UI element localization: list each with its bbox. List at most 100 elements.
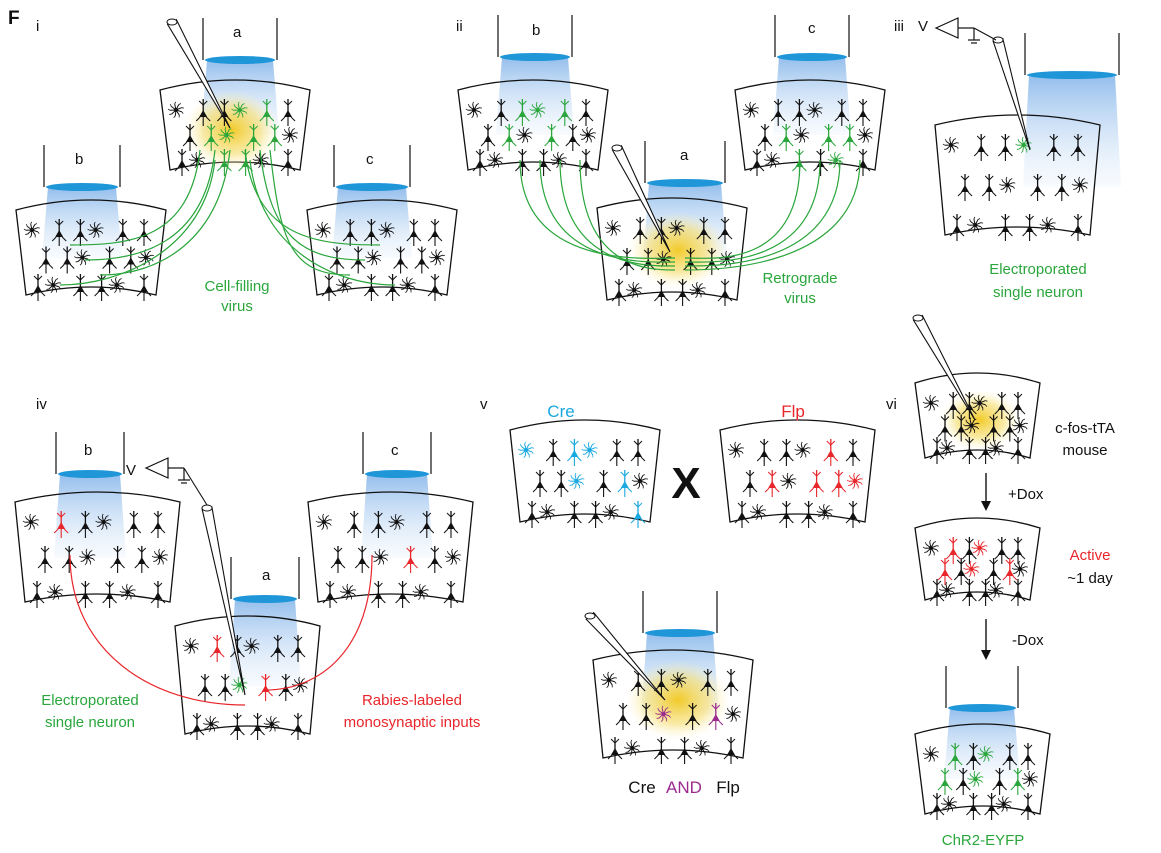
dendrite-branch <box>965 580 970 586</box>
pyramidal-soma <box>374 592 383 599</box>
dendrite-branch <box>349 220 355 226</box>
dendrite-branch <box>126 248 132 253</box>
basal-dendrite <box>640 686 646 692</box>
interneuron-branch <box>732 260 735 263</box>
basal-dendrite <box>120 563 125 569</box>
basal-dendrite <box>766 456 772 462</box>
dendrite-branch <box>639 218 645 224</box>
basal-dendrite <box>545 456 551 462</box>
dendrite-branch <box>848 502 854 508</box>
interneuron-branch <box>302 678 306 681</box>
interneuron-branch <box>202 722 206 725</box>
interneuron-branch <box>977 539 980 543</box>
pyramidal-soma <box>249 135 258 142</box>
dendrite-branch <box>715 704 721 710</box>
interneuron-soma <box>472 108 476 112</box>
interneuron-branch <box>85 548 88 552</box>
dendrite-branch <box>198 100 204 106</box>
dendrite-branch <box>862 100 868 106</box>
interneuron-branch <box>458 558 461 561</box>
basal-dendrite <box>94 291 99 297</box>
interneuron-branch <box>1053 226 1056 229</box>
dendrite-branch <box>737 502 743 508</box>
interneuron-branch <box>945 581 948 585</box>
pyramidal-soma <box>570 450 579 457</box>
basal-dendrite <box>83 291 88 297</box>
pyramidal-soma <box>989 569 998 576</box>
basal-dendrite <box>340 563 346 569</box>
dendrite-branch <box>434 547 440 553</box>
pyramidal-soma <box>987 804 996 811</box>
interneuron-branch <box>618 229 621 232</box>
basal-dendrite <box>654 296 659 302</box>
interneuron-branch <box>58 286 61 289</box>
interneuron-branch <box>87 228 90 231</box>
pipette-opening <box>166 18 178 26</box>
objective-lens <box>642 591 718 633</box>
interneuron-branch <box>938 588 942 591</box>
interneuron-soma <box>209 722 214 726</box>
dendrite-branch <box>657 280 662 286</box>
dendrite-branch <box>771 471 777 477</box>
basal-dendrite <box>949 231 955 237</box>
interneuron-branch <box>998 583 1001 586</box>
dendrite-branch <box>1013 393 1019 399</box>
dendrite-branch <box>657 670 662 676</box>
interneuron-branch <box>182 644 186 647</box>
basal-dendrite <box>714 265 720 271</box>
basal-dendrite <box>290 116 296 122</box>
interneuron-branch <box>81 550 83 554</box>
pyramidal-soma <box>969 754 978 761</box>
dendrite-branch <box>1005 135 1010 141</box>
basal-dendrite <box>1010 554 1016 560</box>
pyramidal-soma <box>657 748 666 755</box>
interneuron-branch <box>735 707 739 710</box>
basal-dendrite <box>227 166 232 172</box>
dendrite-branch <box>785 125 791 131</box>
interneuron-branch <box>626 741 628 745</box>
interneuron-branch <box>993 595 996 599</box>
pyramidal-soma <box>213 646 222 653</box>
tissue-slice-outline <box>914 372 1041 459</box>
interneuron-branch <box>949 583 953 586</box>
pyramidal-soma <box>1014 548 1022 555</box>
dendrite-branch <box>551 125 556 131</box>
interneuron-branch <box>188 158 192 161</box>
interneuron-branch <box>1001 809 1004 813</box>
interneuron-branch <box>971 401 974 404</box>
basal-dendrite <box>947 760 953 766</box>
basal-dendrite <box>59 264 65 269</box>
interneuron-branch <box>827 158 831 161</box>
pyramidal-soma <box>965 448 974 455</box>
basal-dendrite <box>962 554 967 560</box>
dendrite-branch <box>958 769 964 775</box>
basal-dendrite <box>374 236 379 242</box>
basal-dendrite <box>955 409 961 415</box>
interneuron-branch <box>1028 770 1030 774</box>
dendrite-branch <box>682 280 687 286</box>
interneuron-branch <box>629 753 632 757</box>
pyramidal-soma <box>746 481 754 488</box>
dendrite-branch <box>371 275 376 281</box>
interneuron-branch <box>98 223 101 226</box>
interneuron-branch <box>95 520 98 523</box>
basal-dendrite <box>515 116 520 122</box>
pyramidal-soma <box>367 230 376 237</box>
interneuron-branch <box>80 249 83 252</box>
dendrite-branch <box>1005 215 1010 221</box>
dendrite-branch <box>137 547 143 553</box>
basal-dendrite <box>490 141 496 147</box>
dendrite-branch <box>1017 538 1023 544</box>
interneuron-branch <box>158 548 160 552</box>
dendrite-branch <box>661 218 666 224</box>
dendrite-branch <box>40 547 46 553</box>
region-b-label-iv: b <box>84 442 92 459</box>
interneuron-soma <box>545 510 550 514</box>
interneuron-branch <box>593 136 596 139</box>
interneuron-branch <box>799 126 802 130</box>
basal-dendrite <box>1054 191 1060 197</box>
basal-dendrite <box>976 810 981 816</box>
interneuron-branch <box>288 126 290 130</box>
dendrite-branch <box>398 582 403 588</box>
interneuron-branch <box>375 250 379 253</box>
